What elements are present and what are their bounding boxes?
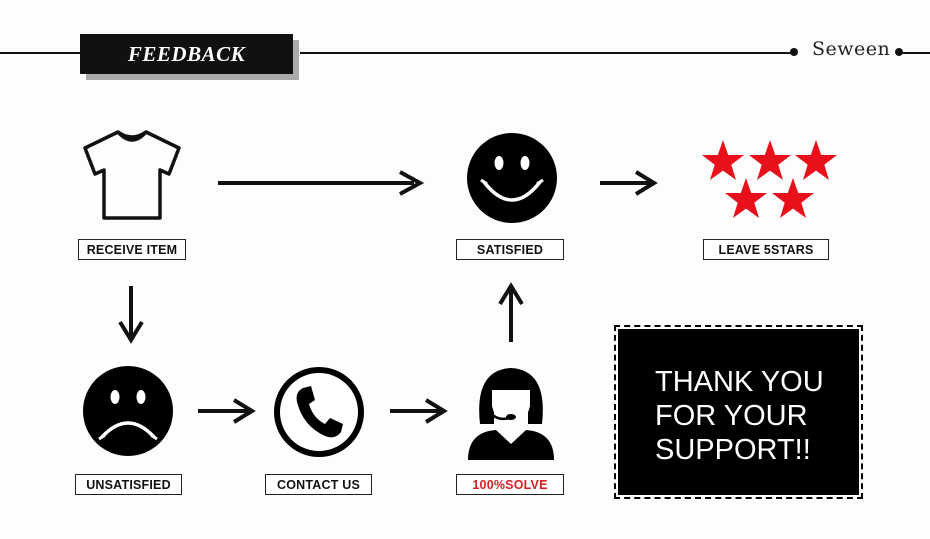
thank-you-panel: THANK YOU FOR YOUR SUPPORT!! <box>614 325 863 499</box>
sad-face-icon <box>83 366 173 456</box>
phone-icon <box>274 367 364 457</box>
support-agent-icon <box>468 368 554 460</box>
unsatisfied-label: UNSATISFIED <box>75 474 182 495</box>
five-stars-icon <box>702 140 837 218</box>
satisfied-label: SATISFIED <box>456 239 564 260</box>
arrow-right-long <box>218 170 425 196</box>
t-shirt-icon <box>83 130 181 220</box>
thanks-line-3: SUPPORT!! <box>655 434 811 466</box>
feedback-title: FEEDBACK <box>80 34 293 74</box>
header-rule-right <box>300 52 794 54</box>
header-rule-end <box>902 52 930 54</box>
header-rule-left <box>0 52 82 54</box>
arrow-right-contact <box>198 398 256 424</box>
thanks-line-1: THANK YOU <box>655 366 824 398</box>
header-dot-right <box>895 48 903 56</box>
header-dot-left <box>790 48 798 56</box>
arrow-down <box>118 286 144 344</box>
happy-face-icon <box>467 133 557 223</box>
solve-label: 100%SOLVE <box>456 474 564 495</box>
leave-5stars-label: LEAVE 5STARS <box>703 239 829 260</box>
thanks-line-2: FOR YOUR <box>655 400 808 432</box>
arrow-up <box>498 282 524 342</box>
contact-us-label: CONTACT US <box>265 474 372 495</box>
brand-name: Seween <box>812 38 891 60</box>
feedback-title-text: FEEDBACK <box>127 41 246 66</box>
arrow-right-stars <box>600 170 658 196</box>
receive-item-label: RECEIVE ITEM <box>78 239 186 260</box>
arrow-right-solve <box>390 398 448 424</box>
